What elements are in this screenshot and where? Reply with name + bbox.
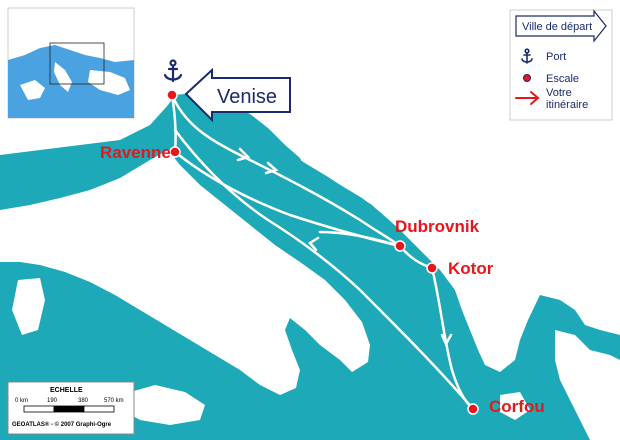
inset-map: [7, 7, 135, 119]
stop-label-ravenne: Ravenne: [100, 143, 171, 162]
stop-label-dubrovnik: Dubrovnik: [395, 217, 480, 236]
arrow-2: [264, 161, 279, 175]
arrow-1: [236, 147, 251, 162]
stop-marker-corfou: [467, 403, 479, 415]
departure-callout: Venise: [184, 67, 291, 123]
legend-port-label: Port: [546, 51, 566, 63]
route-return: [173, 128, 475, 411]
stop-marker-venise: [166, 89, 178, 101]
legend-departure-label: Ville de départ: [522, 21, 592, 33]
greece-land: [555, 330, 620, 440]
scale-tick-3: 570 km: [104, 398, 124, 404]
route-outbound: [170, 93, 402, 248]
scale-credit: GEOATLAS® - © 2007 Graphi-Ogre: [12, 421, 112, 428]
stop-label-corfou: Corfou: [489, 397, 545, 416]
legend-stop-label: Escale: [546, 73, 579, 85]
coast-channel: [215, 100, 305, 168]
stop-labels: Ravenne Dubrovnik Kotor Corfou: [100, 143, 545, 416]
legend-route-label-1: Votre: [546, 87, 572, 99]
anchor-icon: [163, 59, 183, 83]
stop-marker-ravenne: [169, 146, 181, 158]
arrow-3: [440, 333, 453, 347]
stop-marker-kotor: [426, 262, 438, 274]
legend-anchor-icon: [521, 48, 533, 64]
legend: Ville de départ Port Escale Votre itinér…: [509, 9, 613, 121]
scale-tick-2: 380: [78, 398, 89, 404]
island-inlet: [205, 120, 226, 142]
scale-title: ECHELLE: [50, 387, 83, 394]
scale-tick-0: 0 km: [15, 398, 28, 404]
legend-departure-arrow: [515, 9, 607, 43]
island-land: [120, 385, 205, 425]
scale-seg-1: [23, 405, 55, 413]
scale-bar: ECHELLE 0 km 190 380 570 km GEOATLAS® - …: [7, 381, 135, 435]
departure-city-label: Venise: [217, 86, 277, 108]
stop-marker-dubrovnik: [394, 240, 406, 252]
scale-seg-3: [83, 405, 115, 413]
legend-stop-dot-icon: [523, 74, 531, 82]
stop-label-kotor: Kotor: [448, 259, 494, 278]
route-arrows: [236, 147, 453, 347]
departure-arrow-shape: [184, 67, 291, 123]
stop-markers: [166, 89, 479, 415]
legend-route-label-2: itinéraire: [546, 99, 588, 111]
italy-land: [0, 150, 370, 395]
legend-route-icon: [515, 91, 540, 105]
island-land-2: [12, 278, 45, 335]
greek-island: [500, 392, 530, 420]
inset-land: [20, 62, 130, 100]
scale-seg-2: [53, 405, 85, 413]
route-dubrovnik-return: [318, 230, 402, 248]
arrow-4: [308, 236, 320, 252]
inset-highlight-box: [49, 42, 105, 85]
scale-tick-1: 190: [47, 398, 58, 404]
